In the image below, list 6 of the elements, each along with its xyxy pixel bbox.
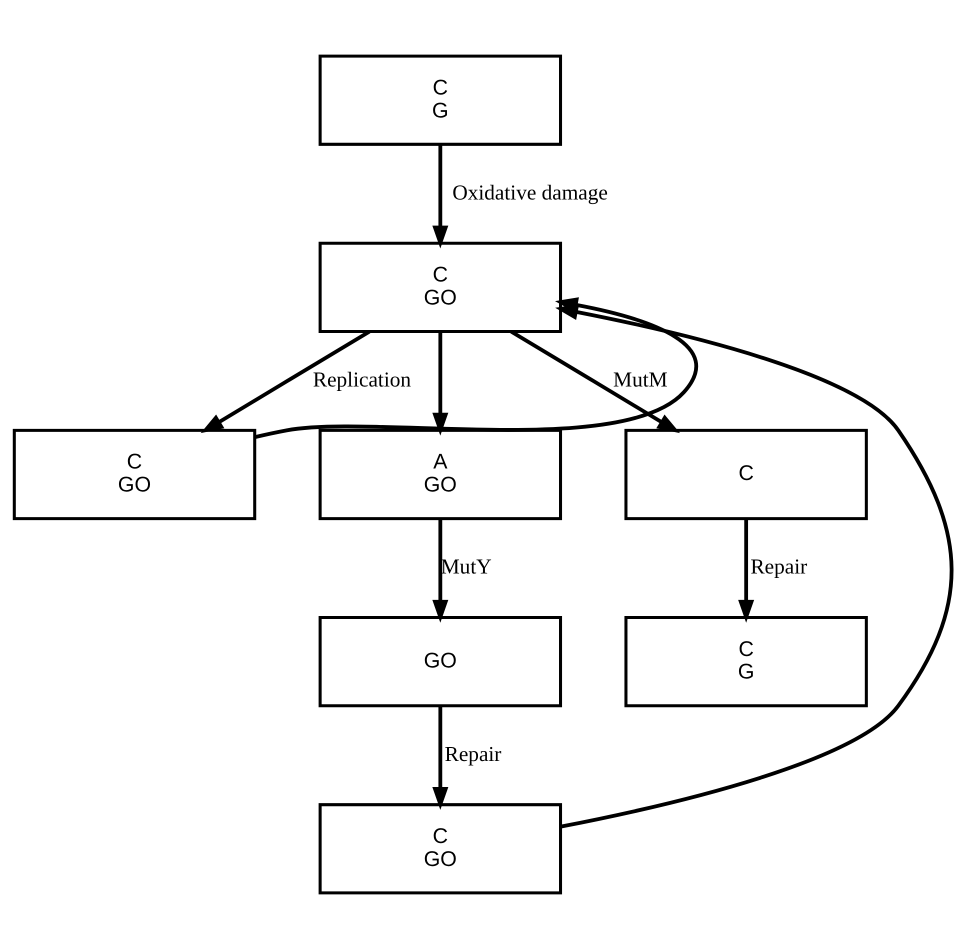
edge-label: Replication	[312, 368, 412, 392]
edge-label: Repair	[750, 554, 808, 579]
edge-label: MutM	[613, 368, 668, 392]
edge-label: Repair	[444, 742, 502, 766]
edge-label: MutY	[440, 554, 492, 579]
edge-label: Oxidative damage	[452, 180, 608, 204]
